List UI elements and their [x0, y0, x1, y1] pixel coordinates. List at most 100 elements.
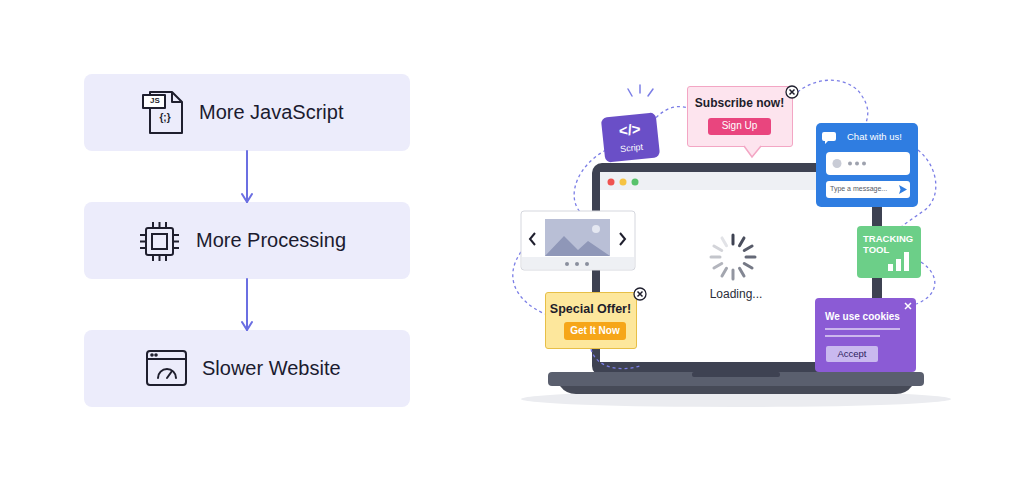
chip-outline [146, 228, 173, 255]
spinner-tick [722, 238, 727, 246]
chat-input: Type a message... [826, 181, 910, 198]
typing-dot [855, 162, 859, 166]
text-line [825, 328, 900, 329]
chip-core [152, 234, 167, 249]
process-box: Slower Website [84, 330, 410, 407]
dashed-line [793, 80, 868, 123]
image-placeholder [545, 219, 610, 256]
carousel-strip [522, 257, 634, 269]
flow-arrow [246, 151, 248, 202]
cpu-icon [140, 222, 179, 261]
close-button [634, 288, 646, 300]
carousel-dot [565, 262, 569, 266]
process-label: More Processing [196, 228, 401, 252]
gauge-needle [167, 371, 172, 378]
send-arrow [899, 185, 907, 194]
carousel-dot [585, 262, 589, 266]
chat-bubble [826, 152, 910, 175]
close-circle [786, 86, 798, 98]
image-sun [592, 225, 600, 233]
ray [639, 85, 641, 93]
callout-tail [744, 146, 761, 158]
subscribe-popup: Subscribe now! Sign Up [687, 86, 793, 147]
flow-arrow [246, 279, 248, 330]
process-box: More Processing [84, 202, 410, 279]
image-carousel [521, 211, 635, 270]
widget-title: Chat with us! [847, 131, 917, 142]
spinner-tick [711, 256, 720, 259]
file-fold [172, 92, 182, 102]
window-dot [620, 179, 627, 186]
ray [628, 89, 632, 96]
popup-title: Special Offer! [546, 302, 635, 317]
ray [648, 89, 653, 96]
window-dot [608, 179, 615, 186]
typing-dot [848, 162, 852, 166]
chart-bar [904, 252, 909, 271]
laptop-notch [692, 372, 780, 377]
carousel-arrow [530, 233, 535, 245]
spinner-tick [744, 246, 752, 251]
spinner-tick [714, 246, 722, 251]
close-cross [638, 292, 643, 297]
code-symbol: </> [601, 118, 658, 142]
popup-button: Get It Now [564, 322, 626, 340]
process-box: More JavaScript [84, 74, 410, 151]
process-label: Slower Website [202, 356, 407, 380]
button-label: Get It Now [564, 325, 626, 337]
chip-pins [140, 222, 179, 261]
carousel-card [521, 211, 635, 270]
browser-dot [151, 354, 153, 356]
sparkle-rays [628, 85, 653, 96]
text-line [825, 335, 880, 336]
card-label: Script [604, 140, 660, 156]
avatar [833, 159, 842, 168]
spinner-tick [740, 238, 745, 246]
file-outline [150, 92, 182, 133]
spinner-tick [732, 270, 735, 279]
close-button [786, 86, 798, 98]
close-cross [905, 303, 911, 309]
dashed-line [513, 252, 545, 314]
close-circle [634, 288, 646, 300]
spinner-tick [744, 264, 752, 269]
spinner-tick [746, 256, 755, 259]
spinner-tick [732, 235, 735, 244]
browser-dot [155, 354, 157, 356]
input-placeholder: Type a message... [830, 185, 902, 193]
js-file-icon [143, 92, 182, 133]
button-label: Accept [826, 348, 878, 359]
chart-bar [896, 259, 901, 271]
loading-spinner [711, 235, 755, 279]
popup-button: Sign Up [708, 118, 771, 135]
browser-bar-line [147, 358, 186, 360]
gauge-arc [158, 369, 176, 378]
offer-popup: Special Offer! Get It Now [545, 292, 637, 349]
carousel-arrow [620, 233, 625, 245]
chat-widget: Chat with us! Type a message... [816, 123, 918, 207]
browser-speed-icon [147, 351, 186, 385]
spinner-tick [722, 268, 727, 276]
close-cross [790, 90, 795, 95]
popup-title: Subscribe now! [688, 96, 791, 110]
chart-bar [888, 264, 893, 271]
banner-title: We use cookies [825, 311, 913, 323]
browser-outline [147, 351, 186, 385]
image-mountain [545, 236, 610, 256]
popup-button: Accept [826, 346, 878, 362]
js-badge [143, 95, 165, 108]
script-card: </>Script [601, 112, 660, 163]
button-label: Sign Up [708, 120, 771, 132]
typing-dot [862, 162, 866, 166]
card-label: TRACKING TOOL [863, 233, 915, 256]
cookie-banner: We use cookiesAccept [815, 298, 916, 372]
laptop-base [548, 372, 924, 386]
callout-tail-outline [744, 146, 761, 157]
window-dot [632, 179, 639, 186]
dashed-line [652, 107, 688, 122]
spinner-tick [740, 268, 745, 276]
tracking-card: TRACKING TOOL [857, 226, 921, 278]
chat-icon [822, 132, 836, 144]
laptop-lip [560, 386, 912, 394]
